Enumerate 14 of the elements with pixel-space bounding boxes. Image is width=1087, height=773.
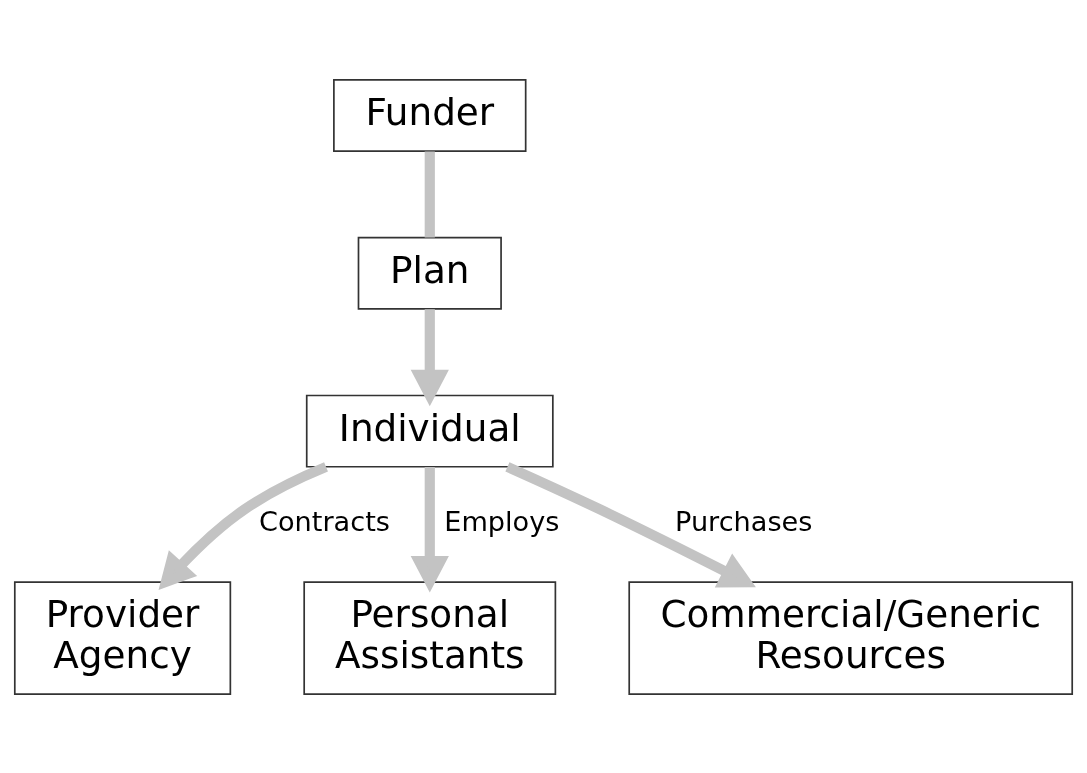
arrow bbox=[158, 461, 328, 590]
arrow bbox=[410, 466, 449, 592]
edge-label: Purchases bbox=[675, 505, 813, 537]
arrow bbox=[505, 461, 756, 588]
edge-label: Employs bbox=[444, 505, 560, 537]
arrow bbox=[410, 308, 449, 406]
node-box: Individual bbox=[305, 394, 554, 468]
connector bbox=[424, 150, 435, 237]
node-box: Personal Assistants bbox=[303, 580, 557, 695]
edge-label: Contracts bbox=[259, 505, 390, 537]
node-box: Commercial/Generic Resources bbox=[628, 580, 1074, 695]
node-box: Plan bbox=[357, 236, 502, 310]
node-box: Provider Agency bbox=[13, 580, 232, 695]
node-box: Funder bbox=[333, 78, 527, 152]
